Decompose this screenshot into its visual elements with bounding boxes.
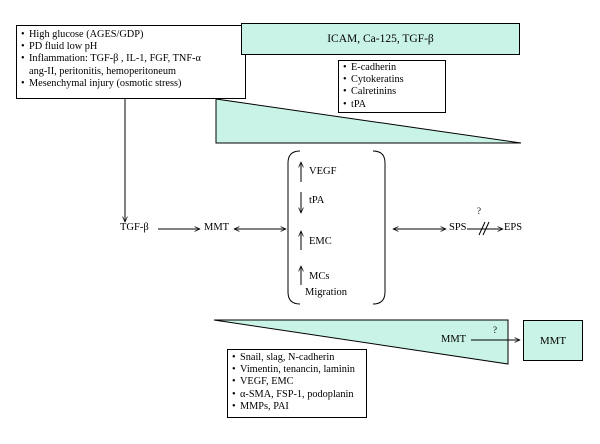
- mesenchymal-marker: •α-SMA, FSP-1, podoplanin: [232, 388, 354, 400]
- bracket-item-tpa: tPA: [309, 195, 325, 206]
- tgf-beta-label: TGF-β: [120, 222, 149, 233]
- inputs-box: •High glucose (AGES/GDP) •PD fluid low p…: [16, 25, 246, 99]
- mmt-result-box: MMT: [523, 320, 583, 361]
- wedge-mmt-label: MMT: [441, 334, 467, 345]
- bracket-item-mcs: MCs: [309, 271, 330, 282]
- break-mark: [478, 221, 486, 236]
- sps-label: SPS: [449, 222, 467, 233]
- bracket-item-migration: Migration: [305, 287, 347, 298]
- epithelial-markers-list: •E-cadherin •Cytokeratins •Calretinins •…: [343, 62, 441, 111]
- increasing-wedge: [213, 319, 509, 365]
- bottom-uncertain-mark: ?: [493, 325, 497, 335]
- inputs-item: •Mesenchymal injury (osmotic stress): [21, 77, 182, 89]
- inputs-item-continuation: ang-II, peritonitis, hemoperitoneum: [29, 65, 176, 77]
- top-markers-bar: ICAM, Ca-125, TGF-β: [241, 23, 520, 55]
- epithelial-marker: •tPA: [343, 98, 367, 110]
- epithelial-marker: •Calretinins: [343, 86, 397, 98]
- mesenchymal-marker: •Vimentin, tenancin, laminin: [232, 364, 355, 376]
- inputs-item: •PD fluid low pH: [21, 41, 98, 53]
- decreasing-wedge: [215, 98, 522, 144]
- inputs-item: •High glucose (AGES/GDP): [21, 29, 144, 40]
- left-bracket: [287, 150, 301, 305]
- bracket-item-emc: EMC: [309, 236, 332, 247]
- epithelial-markers-box: •E-cadherin •Cytokeratins •Calretinins •…: [338, 60, 446, 113]
- epithelial-marker: •Cytokeratins: [343, 74, 404, 86]
- break-mark: [482, 221, 490, 236]
- mesenchymal-marker: •Snail, slag, N-cadherin: [232, 352, 335, 363]
- mesenchymal-marker: •MMPs, PAI: [232, 400, 289, 412]
- mmt-label: MMT: [204, 222, 230, 233]
- eps-label: EPS: [504, 222, 523, 233]
- mesenchymal-markers-box: •Snail, slag, N-cadherin •Vimentin, tena…: [227, 349, 367, 418]
- bracket-item-vegf: VEGF: [309, 166, 337, 177]
- inputs-list: •High glucose (AGES/GDP) •PD fluid low p…: [21, 29, 241, 90]
- mmt-result-label: MMT: [539, 334, 567, 347]
- top-markers-text: ICAM, Ca-125, TGF-β: [327, 33, 434, 45]
- uncertain-mark: ?: [477, 206, 481, 216]
- mesenchymal-markers-list: •Snail, slag, N-cadherin •Vimentin, tena…: [232, 352, 362, 413]
- epithelial-marker: •E-cadherin: [343, 62, 397, 73]
- right-bracket: [372, 150, 386, 305]
- inputs-item: •Inflammation: TGF-β , IL-1, FGF, TNF-α: [21, 53, 201, 65]
- mesenchymal-marker: •VEGF, EMC: [232, 376, 294, 388]
